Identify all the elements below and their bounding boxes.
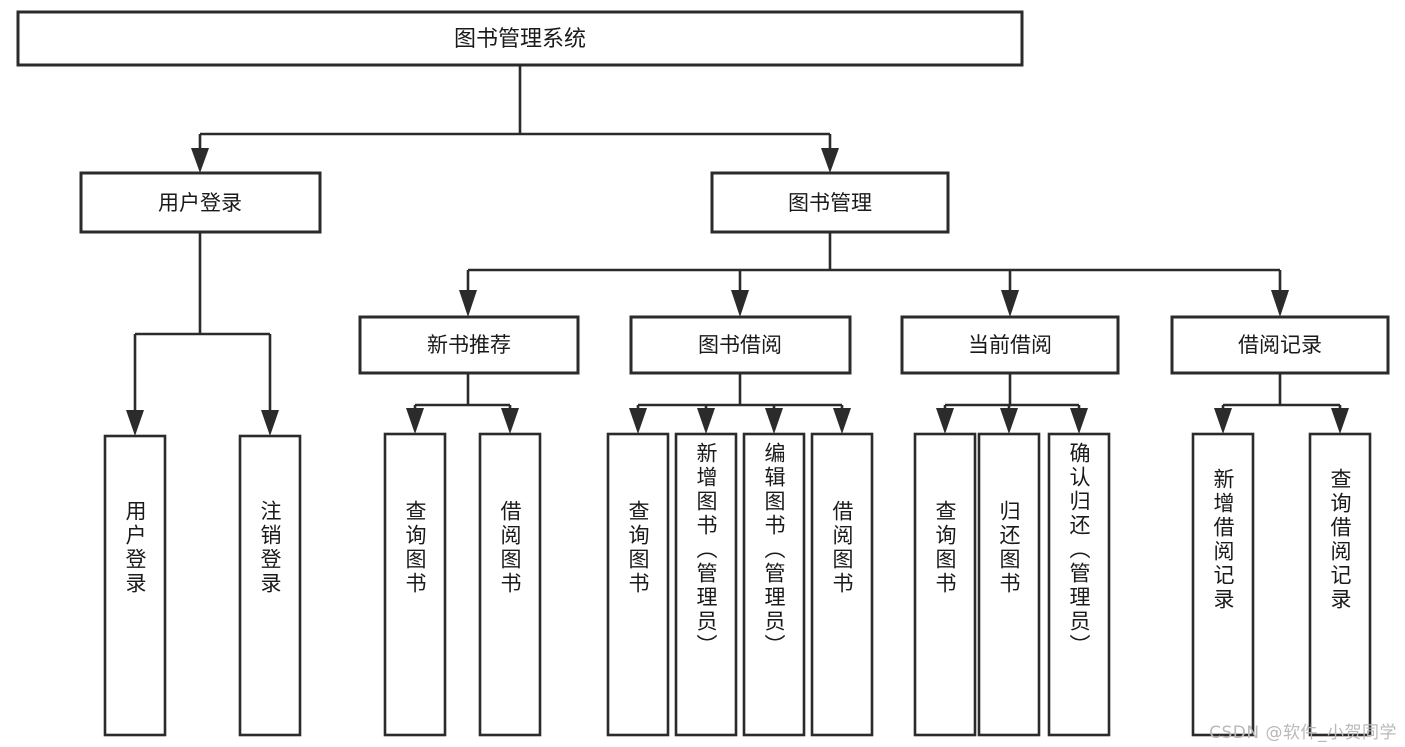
leaf-box-book-borrow-3[interactable] bbox=[742, 432, 806, 737]
node-root-box[interactable] bbox=[16, 10, 1024, 67]
arrow-leaf-current-borrow-2 bbox=[1000, 408, 1018, 434]
node-book-manage-box[interactable] bbox=[710, 171, 950, 234]
arrow-leaf-new-book-1 bbox=[406, 408, 424, 434]
leaf-box-borrow-record-1[interactable] bbox=[1191, 432, 1255, 737]
arrow-leaf-book-borrow-4 bbox=[833, 408, 851, 434]
arrow-leaf-current-borrow-3 bbox=[1070, 408, 1088, 434]
watermark-text: CSDN @软件_小贺同学 bbox=[1209, 723, 1397, 743]
arrow-user-login bbox=[191, 148, 209, 173]
leaf-box-new-book-1[interactable] bbox=[383, 432, 447, 737]
arrow-borrow-record bbox=[1271, 290, 1289, 317]
leaf-box-book-borrow-1[interactable] bbox=[606, 432, 670, 737]
node-book-borrow-box[interactable] bbox=[629, 315, 852, 375]
leaf-box-current-borrow-2[interactable] bbox=[977, 432, 1041, 737]
arrow-book-manage bbox=[821, 148, 839, 173]
leaf-box-user-login-1[interactable] bbox=[103, 434, 167, 737]
arrow-leaf-book-borrow-1 bbox=[629, 408, 647, 434]
leaf-box-current-borrow-3[interactable] bbox=[1047, 432, 1111, 737]
arrow-leaf-new-book-2 bbox=[501, 408, 519, 434]
node-root-label: 图书管理系统 bbox=[454, 27, 586, 52]
node-book-manage-label: 图书管理 bbox=[788, 191, 872, 215]
node-new-book-box[interactable] bbox=[358, 315, 580, 375]
node-user-login-box[interactable] bbox=[79, 171, 322, 234]
node-current-borrow-label: 当前借阅 bbox=[968, 333, 1052, 357]
node-layer: 图书管理系统 用户登录 图书管理 新书推荐 图书借阅 当前借阅 借阅记录 bbox=[16, 10, 1390, 737]
arrow-book-borrow bbox=[731, 290, 749, 317]
arrow-leaf-borrow-record-1 bbox=[1214, 408, 1232, 434]
node-current-borrow-box[interactable] bbox=[900, 315, 1120, 375]
node-new-book-label: 新书推荐 bbox=[427, 333, 511, 357]
leaf-box-current-borrow-1[interactable] bbox=[913, 432, 977, 737]
arrow-leaf-user-login-2 bbox=[261, 410, 279, 436]
leaf-box-new-book-2[interactable] bbox=[478, 432, 542, 737]
arrow-leaf-current-borrow-1 bbox=[936, 408, 954, 434]
connector-layer bbox=[126, 65, 1349, 436]
node-borrow-record-box[interactable] bbox=[1170, 315, 1390, 375]
leaf-box-user-login-2[interactable] bbox=[238, 434, 302, 737]
leaf-box-book-borrow-2[interactable] bbox=[674, 432, 738, 737]
leaf-box-book-borrow-4[interactable] bbox=[810, 432, 874, 737]
arrow-leaf-book-borrow-2 bbox=[697, 408, 715, 434]
node-user-login-label: 用户登录 bbox=[158, 191, 242, 215]
node-book-borrow-label: 图书借阅 bbox=[698, 333, 782, 357]
arrow-leaf-user-login-1 bbox=[126, 410, 144, 436]
arrow-new-book bbox=[459, 290, 477, 317]
arrow-leaf-borrow-record-2 bbox=[1331, 408, 1349, 434]
arrow-current-borrow bbox=[1001, 290, 1019, 317]
leaf-box-borrow-record-2[interactable] bbox=[1308, 432, 1372, 737]
node-borrow-record-label: 借阅记录 bbox=[1238, 333, 1322, 357]
arrow-leaf-book-borrow-3 bbox=[765, 408, 783, 434]
